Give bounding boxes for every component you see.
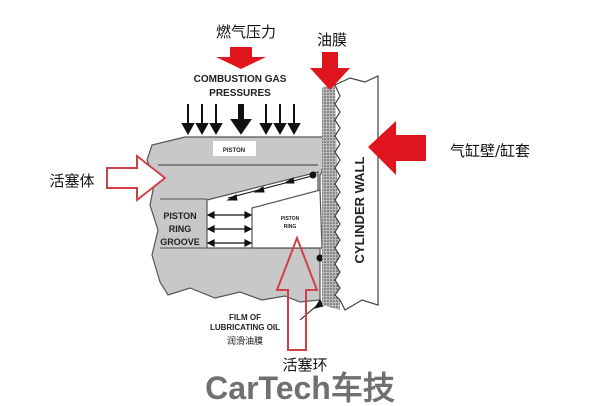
film-label-zh: 润滑油膜 [227,335,263,347]
cylinder-wall [334,75,379,311]
film-label-2: LUBRICATING OIL [210,323,280,332]
gas-pressure-label-zh: 燃气压力 [216,23,276,41]
film-label-1: FILM OF [229,313,261,322]
groove-label-2: RING [169,224,192,234]
piston-body-arrow [106,153,167,203]
groove-label-1: PISTON [163,211,196,221]
piston-ring-label-zh: 活塞环 [282,356,327,374]
combustion-label-1: COMBUSTION GAS [194,74,287,85]
oil-film-arrow [310,52,350,90]
oil-film [322,82,340,310]
cylinder-wall-label-zh: 气缸壁/缸套 [450,142,530,160]
piston-ring-arrow [275,235,319,351]
combustion-label-2: PRESSURES [209,88,271,99]
ring-label-1: PISTON [281,216,300,222]
piston-label: PISTON [223,148,245,154]
pressure-double-arrows [206,211,253,247]
cylinder-wall-label: CYLINDER WALL [352,157,367,264]
gas-pressure-arrows [181,104,301,136]
ring-label-2: RING [284,224,297,230]
watermark: CarTech车技 [205,370,395,406]
gas-pressure-arrow [216,47,266,69]
oil-film-label-zh: 油膜 [317,31,347,49]
groove-label-3: GROOVE [160,237,200,247]
piston-label-box [213,141,256,156]
cylinder-wall-arrow [368,121,426,175]
piston-body-label-zh: 活塞体 [49,172,94,190]
